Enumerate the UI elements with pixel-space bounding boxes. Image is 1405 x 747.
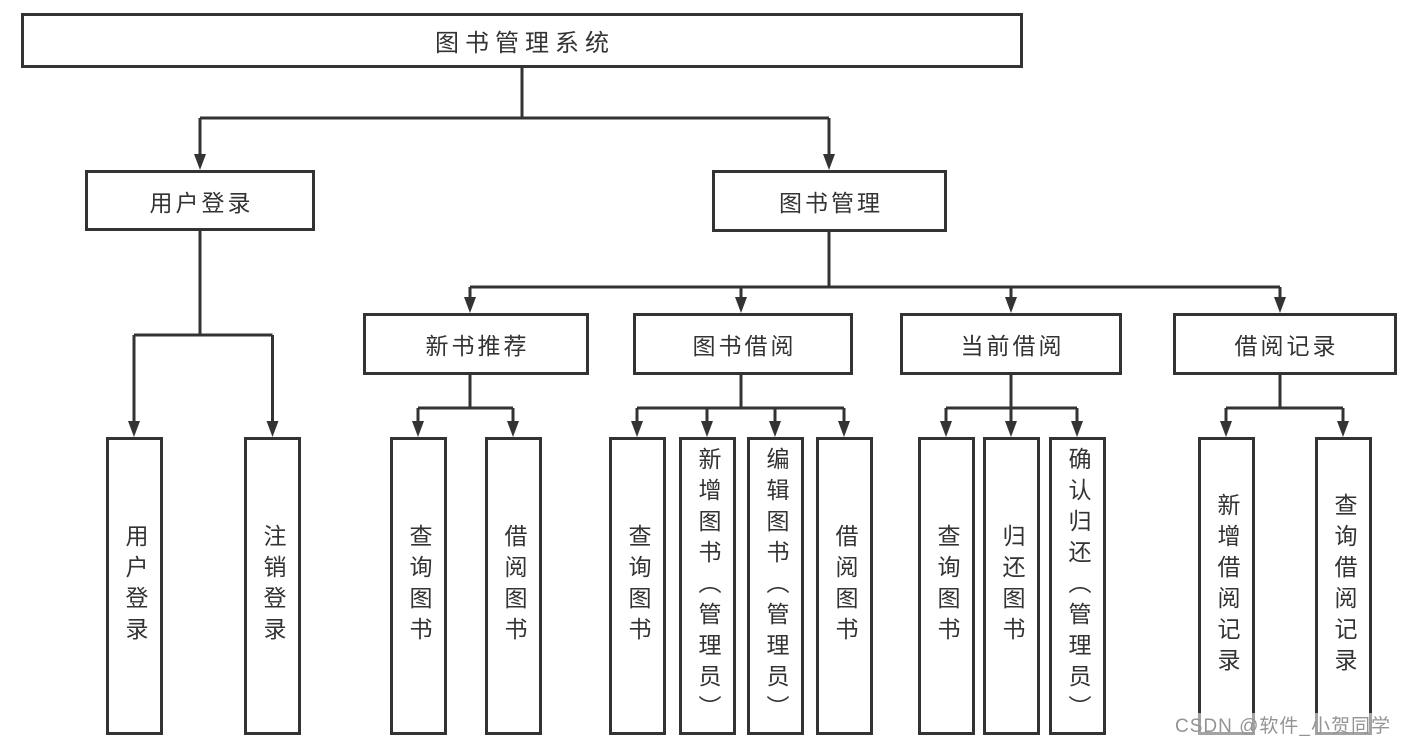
arrow-down-icon bbox=[266, 421, 279, 437]
node-label: 用户登录 bbox=[122, 524, 148, 648]
leaf-query-borrow-record: 查询借阅记录 bbox=[1315, 437, 1372, 735]
node-book-borrowing: 图书借阅 bbox=[633, 313, 853, 375]
arrow-down-icon bbox=[769, 421, 781, 437]
node-label: 用户登录 bbox=[149, 189, 254, 216]
node-book-management: 图书管理 bbox=[712, 170, 947, 232]
watermark: CSDN @软件_小贺同学 bbox=[1171, 713, 1395, 740]
node-label: 注销登录 bbox=[260, 524, 286, 648]
leaf-query-books-borrow: 查询图书 bbox=[609, 437, 666, 735]
connector-new-book-group bbox=[416, 375, 515, 425]
connector-paths bbox=[132, 68, 1345, 425]
arrow-down-icon bbox=[1071, 421, 1083, 437]
node-label: 当前借阅 bbox=[960, 333, 1065, 359]
arrow-down-icon bbox=[701, 421, 713, 437]
arrow-down-icon bbox=[940, 421, 952, 437]
node-current-borrowing: 当前借阅 bbox=[900, 313, 1122, 375]
arrow-down-icon bbox=[464, 297, 476, 313]
leaf-query-books-current: 查询图书 bbox=[918, 437, 975, 735]
node-label: 查询图书 bbox=[934, 524, 960, 648]
node-label: 新增借阅记录 bbox=[1214, 493, 1240, 679]
leaf-borrow-books-borrow: 借阅图书 bbox=[816, 437, 873, 735]
node-library-management-system: 图书管理系统 bbox=[21, 13, 1023, 68]
connector-book-borrowing-group bbox=[635, 375, 846, 425]
node-label: 借阅记录 bbox=[1234, 333, 1339, 359]
node-user-login: 用户登录 bbox=[85, 170, 315, 231]
arrow-down-icon bbox=[194, 154, 206, 170]
node-label: 借阅图书 bbox=[501, 524, 527, 648]
arrow-down-icon bbox=[823, 154, 835, 170]
leaf-return-books: 归还图书 bbox=[983, 437, 1040, 735]
arrow-down-icon bbox=[128, 421, 140, 437]
arrow-down-icon bbox=[1220, 421, 1232, 437]
connector-root-to-level1 bbox=[198, 68, 831, 158]
arrowhead-icons bbox=[128, 154, 1349, 437]
node-label: 图书借阅 bbox=[692, 333, 797, 359]
leaf-query-books-recommend: 查询图书 bbox=[390, 437, 447, 735]
leaf-logout: 注销登录 bbox=[244, 437, 301, 735]
arrow-down-icon bbox=[1274, 297, 1286, 313]
node-label: 新书推荐 bbox=[425, 333, 530, 359]
node-new-book-recommendation: 新书推荐 bbox=[363, 313, 589, 375]
connector-book-management-to-modules bbox=[468, 231, 1282, 301]
node-label: 图书管理系统 bbox=[435, 30, 615, 57]
node-label: 查询借阅记录 bbox=[1331, 493, 1357, 679]
connector-records-group bbox=[1224, 375, 1345, 425]
arrow-down-icon bbox=[507, 421, 519, 437]
arrow-down-icon bbox=[631, 421, 643, 437]
arrow-down-icon bbox=[412, 421, 424, 437]
connector-user-login-group bbox=[132, 230, 274, 425]
arrow-down-icon bbox=[1005, 421, 1017, 437]
leaf-borrow-books-recommend: 借阅图书 bbox=[485, 437, 542, 735]
arrow-down-icon bbox=[1005, 297, 1017, 313]
node-label: 新增图书（管理员） bbox=[695, 446, 721, 726]
node-label: 编辑图书（管理员） bbox=[763, 446, 789, 726]
node-label: 确认归还（管理员） bbox=[1065, 446, 1091, 726]
leaf-add-borrow-record: 新增借阅记录 bbox=[1198, 437, 1255, 735]
node-label: 借阅图书 bbox=[832, 524, 858, 648]
leaf-confirm-return-admin: 确认归还（管理员） bbox=[1049, 437, 1106, 735]
node-borrowing-records: 借阅记录 bbox=[1173, 313, 1397, 375]
node-label: 查询图书 bbox=[625, 524, 651, 648]
leaf-add-books-admin: 新增图书（管理员） bbox=[679, 437, 736, 735]
arrow-down-icon bbox=[735, 297, 747, 313]
arrow-down-icon bbox=[1337, 421, 1349, 437]
arrow-down-icon bbox=[838, 421, 850, 437]
node-label: 图书管理 bbox=[779, 190, 883, 216]
leaf-user-login: 用户登录 bbox=[106, 437, 163, 735]
connector-current-borrowing-group bbox=[944, 375, 1079, 425]
node-label: 归还图书 bbox=[999, 524, 1025, 648]
leaf-edit-books-admin: 编辑图书（管理员） bbox=[747, 437, 804, 735]
node-label: 查询图书 bbox=[406, 524, 432, 648]
